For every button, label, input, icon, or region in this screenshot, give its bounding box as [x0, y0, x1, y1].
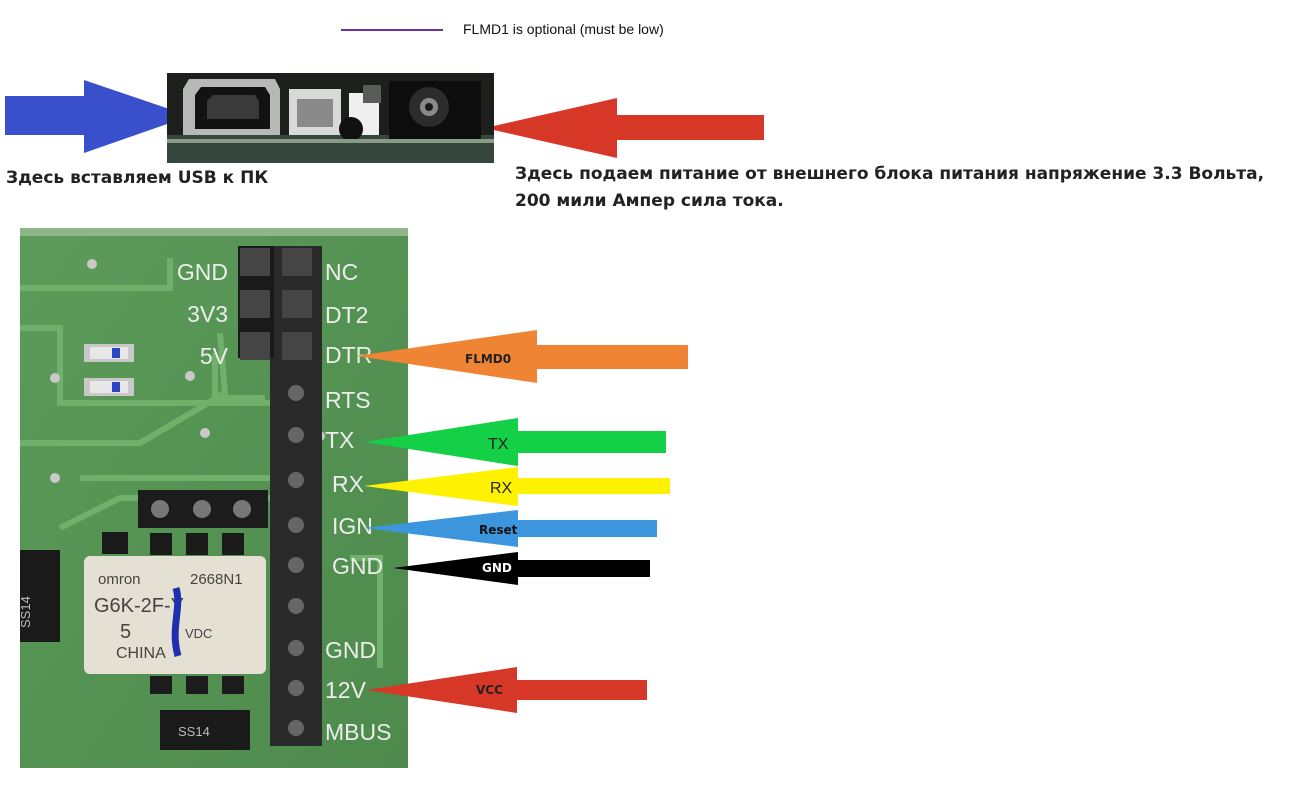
diode-bottom: SS14: [160, 710, 250, 750]
jumper-wire: [171, 586, 182, 657]
silk-rx: RX: [332, 471, 364, 497]
legend-line: [341, 29, 443, 31]
relay-origin: CHINA: [116, 645, 166, 662]
arrow-gnd: GND: [393, 552, 650, 585]
silk-gnd-right: GND: [332, 553, 383, 579]
diode-left: SS14: [20, 550, 60, 642]
relay: omron 2668N1 G6K-2F-Y 5 VDC CHINA: [84, 556, 266, 674]
silk-rts: RTS: [325, 387, 371, 413]
silk-12v: 12V: [325, 677, 367, 703]
silk-dt2: DT2: [325, 302, 368, 328]
arrow-gnd-shape: [393, 552, 650, 585]
legend-text: FLMD1 is optional (must be low): [463, 21, 664, 37]
arrow-vcc-shape: [366, 667, 647, 713]
arrow-tx-label: TX: [488, 436, 509, 453]
arrow-vcc-label: VCC: [476, 683, 503, 697]
pcb-board: omron 2668N1 G6K-2F-Y 5 VDC CHINA SS14 S…: [20, 228, 408, 768]
arrow-flmd0-label: FLMD0: [465, 352, 511, 366]
arrow-rx-label: RX: [490, 480, 513, 497]
side-arrows: [5, 80, 764, 158]
silk-5v: 5V: [200, 343, 229, 369]
relay-code: 2668N1: [190, 571, 243, 588]
led-1: [84, 344, 134, 362]
power-arrow: [485, 98, 764, 158]
relay-model: G6K-2F-Y: [94, 595, 184, 617]
small-components: [102, 532, 244, 555]
diode-bottom-label: SS14: [178, 724, 210, 739]
usb-arrow: [5, 80, 190, 153]
arrow-rx-shape: [364, 467, 670, 506]
arrow-gnd-label: GND: [482, 561, 512, 575]
relay-pins: [150, 676, 244, 694]
arrow-vcc: VCC: [366, 667, 647, 713]
relay-brand: omron: [98, 571, 141, 588]
connector-photo: [167, 73, 494, 163]
vertical-header: [238, 246, 322, 746]
diode-left-label: SS14: [20, 596, 33, 628]
silk-mbus: MBUS: [325, 719, 391, 745]
arrow-tx: TX: [364, 418, 666, 466]
relay-unit: VDC: [185, 626, 212, 641]
silk-nc: NC: [325, 259, 358, 285]
caption-usb: Здесь вставляем USB к ПК: [6, 168, 269, 188]
caption-power: Здесь подаем питание от внешнего блока п…: [515, 164, 1265, 211]
dc-jack: [389, 81, 481, 139]
arrow-tx-shape: [364, 418, 666, 466]
horizontal-header: [138, 490, 268, 528]
usb-port: [183, 79, 280, 135]
led-2: [84, 378, 134, 396]
arrow-rx: RX: [364, 467, 670, 506]
silk-ign: IGN: [332, 513, 373, 539]
silk-tx: TX: [325, 427, 354, 453]
silk-gnd-lower: GND: [325, 637, 376, 663]
silk-dtr: DTR: [325, 342, 372, 368]
silk-gnd: GND: [177, 259, 228, 285]
relay-voltage: 5: [120, 621, 131, 643]
silk-3v3: 3V3: [187, 301, 228, 327]
arrow-reset-label: Reset: [479, 523, 518, 537]
